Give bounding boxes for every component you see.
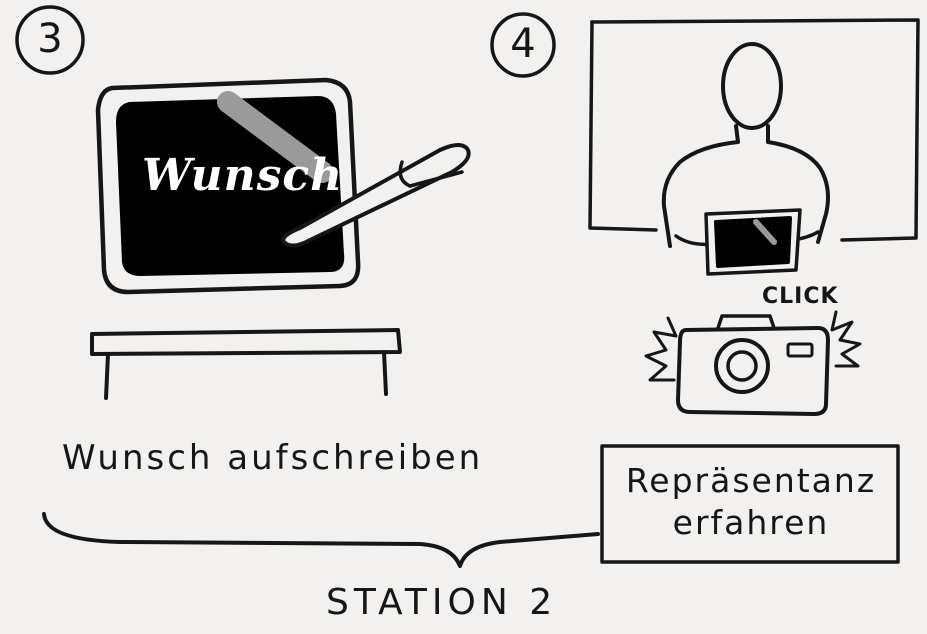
step4-caption-line1: Repräsentanz [606,460,896,502]
station-label: STATION 2 [326,582,557,623]
click-text: CLICK [762,284,839,309]
step4-caption-line2: erfahren [606,502,896,544]
camera-icon [646,312,860,414]
step4-caption: Repräsentanz erfahren [606,460,896,544]
table-icon [92,330,400,398]
step3-caption: Wunsch aufschreiben [62,438,483,478]
step4-number: 4 [493,15,553,75]
person-icon [664,44,828,274]
tablet-text: Wunsch [142,150,343,201]
photo-frame [590,20,918,240]
step3-number: 3 [20,10,80,70]
brace-icon [44,514,598,566]
